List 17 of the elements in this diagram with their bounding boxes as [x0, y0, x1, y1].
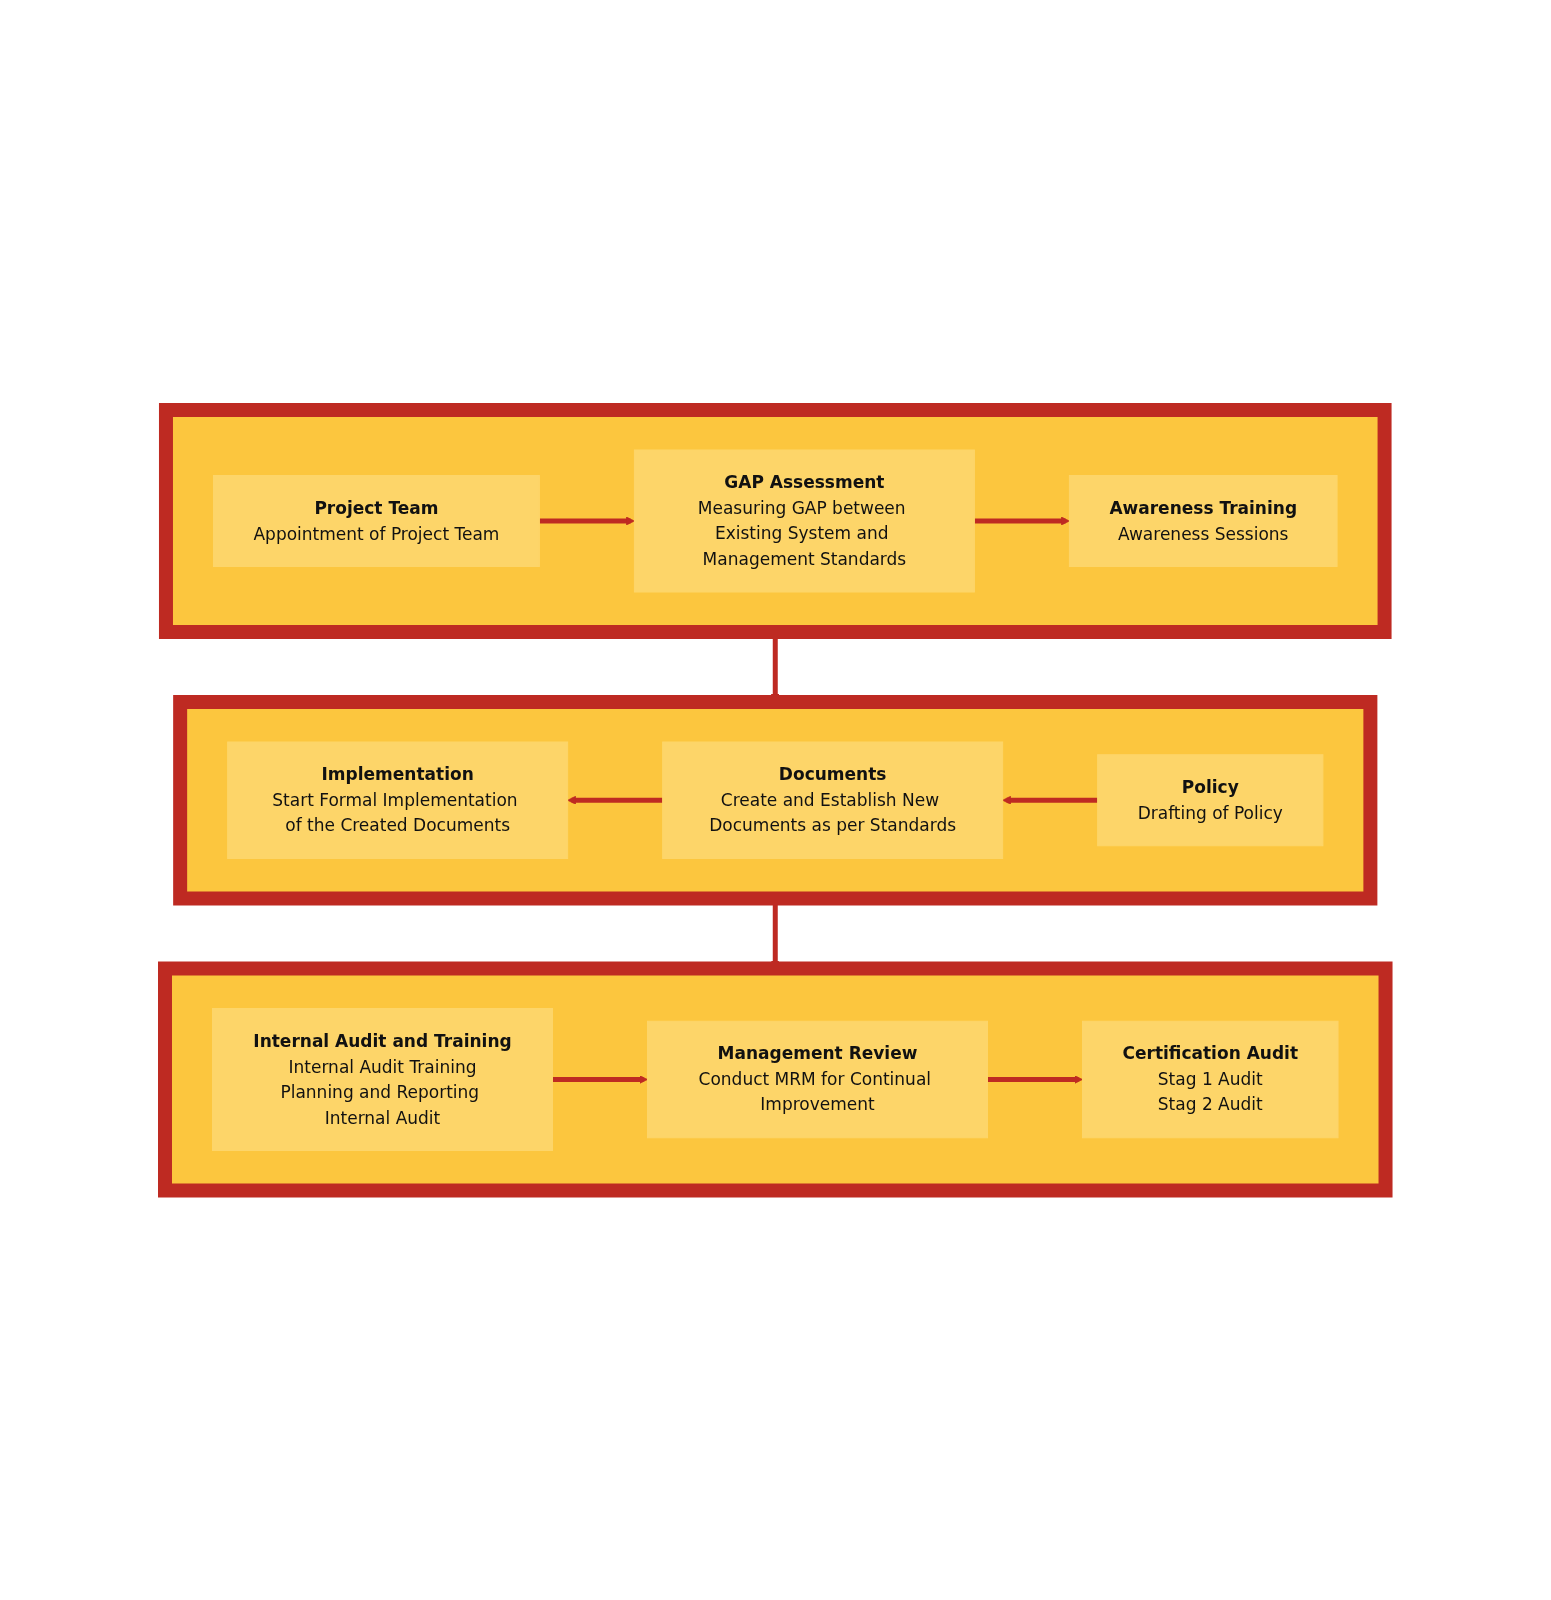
cluster [159, 402, 1392, 639]
node-box: Internal Audit and Training Internal Audit Training Planning and Reporting Internal Audit [212, 1007, 554, 1151]
cluster [158, 961, 1393, 1198]
arrow [1002, 795, 1098, 805]
node-box: Implementation Start Formal Implementation of the Created Documents [227, 741, 569, 859]
node-box: GAP Assessment Measuring GAP between Existing System and Management Standards [634, 449, 976, 593]
arrow [974, 516, 1071, 526]
node-box: Policy Drafting of Policy [1097, 754, 1324, 846]
arrow [987, 1074, 1084, 1084]
node-box: Certification Audit Stag 1 Audit Stag 2 Audit [1082, 1020, 1339, 1138]
node-box: Awareness Training Awareness Sessions [1069, 474, 1338, 567]
arrow [567, 795, 663, 805]
node-box: Project Team Appointment of Project Team [213, 474, 541, 567]
node-box: Management Review Conduct MRM for Continual Improvement [647, 1020, 989, 1138]
node-box: Documents Create and Establish New Documents as per Standards [662, 741, 1004, 859]
cluster [173, 694, 1378, 906]
arrow [552, 1074, 649, 1084]
